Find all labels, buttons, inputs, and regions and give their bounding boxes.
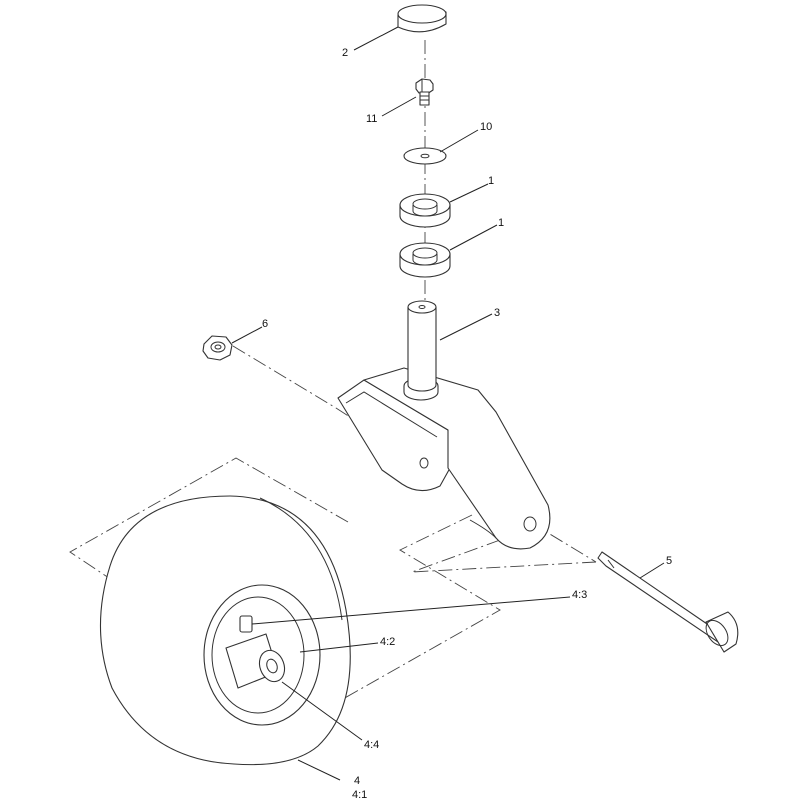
bolt-part-11[interactable] (415, 78, 434, 106)
caster-fork-part-3[interactable] (337, 300, 551, 550)
locknut-part-6[interactable] (202, 335, 233, 361)
callout-4-4: 4:4 (364, 739, 379, 751)
wheel-outline-dash-right (319, 514, 501, 713)
wheel-outline-dash-left (69, 457, 349, 581)
callout-4: 4 (354, 775, 360, 787)
bolt-path-dash (411, 539, 597, 573)
bearing-upper-part-1[interactable] (399, 193, 451, 228)
axle-bolt-part-5[interactable] (597, 551, 739, 653)
cap-part-2[interactable] (397, 4, 447, 33)
callout-labels: 2 11 10 1 1 3 6 5 4:3 4:2 4:4 4 4:1 (262, 47, 672, 800)
bearing-lower-part-1[interactable] (399, 242, 451, 278)
callout-1-upper: 1 (488, 175, 494, 187)
callout-10: 10 (480, 121, 492, 133)
callout-5: 5 (666, 555, 672, 567)
callout-2: 2 (342, 47, 348, 59)
callout-4-2: 4:2 (380, 636, 395, 648)
wheel-assembly-part-4[interactable] (99, 495, 351, 766)
callout-4-1: 4:1 (352, 789, 367, 800)
washer-part-10[interactable] (403, 147, 447, 165)
callout-11: 11 (366, 113, 377, 125)
callout-4-3: 4:3 (572, 589, 587, 601)
valve-stem-part-4-3 (239, 615, 253, 633)
callout-3: 3 (494, 307, 500, 319)
leader-lines (231, 26, 665, 781)
callout-1-lower: 1 (498, 217, 504, 229)
callout-6: 6 (262, 318, 268, 330)
